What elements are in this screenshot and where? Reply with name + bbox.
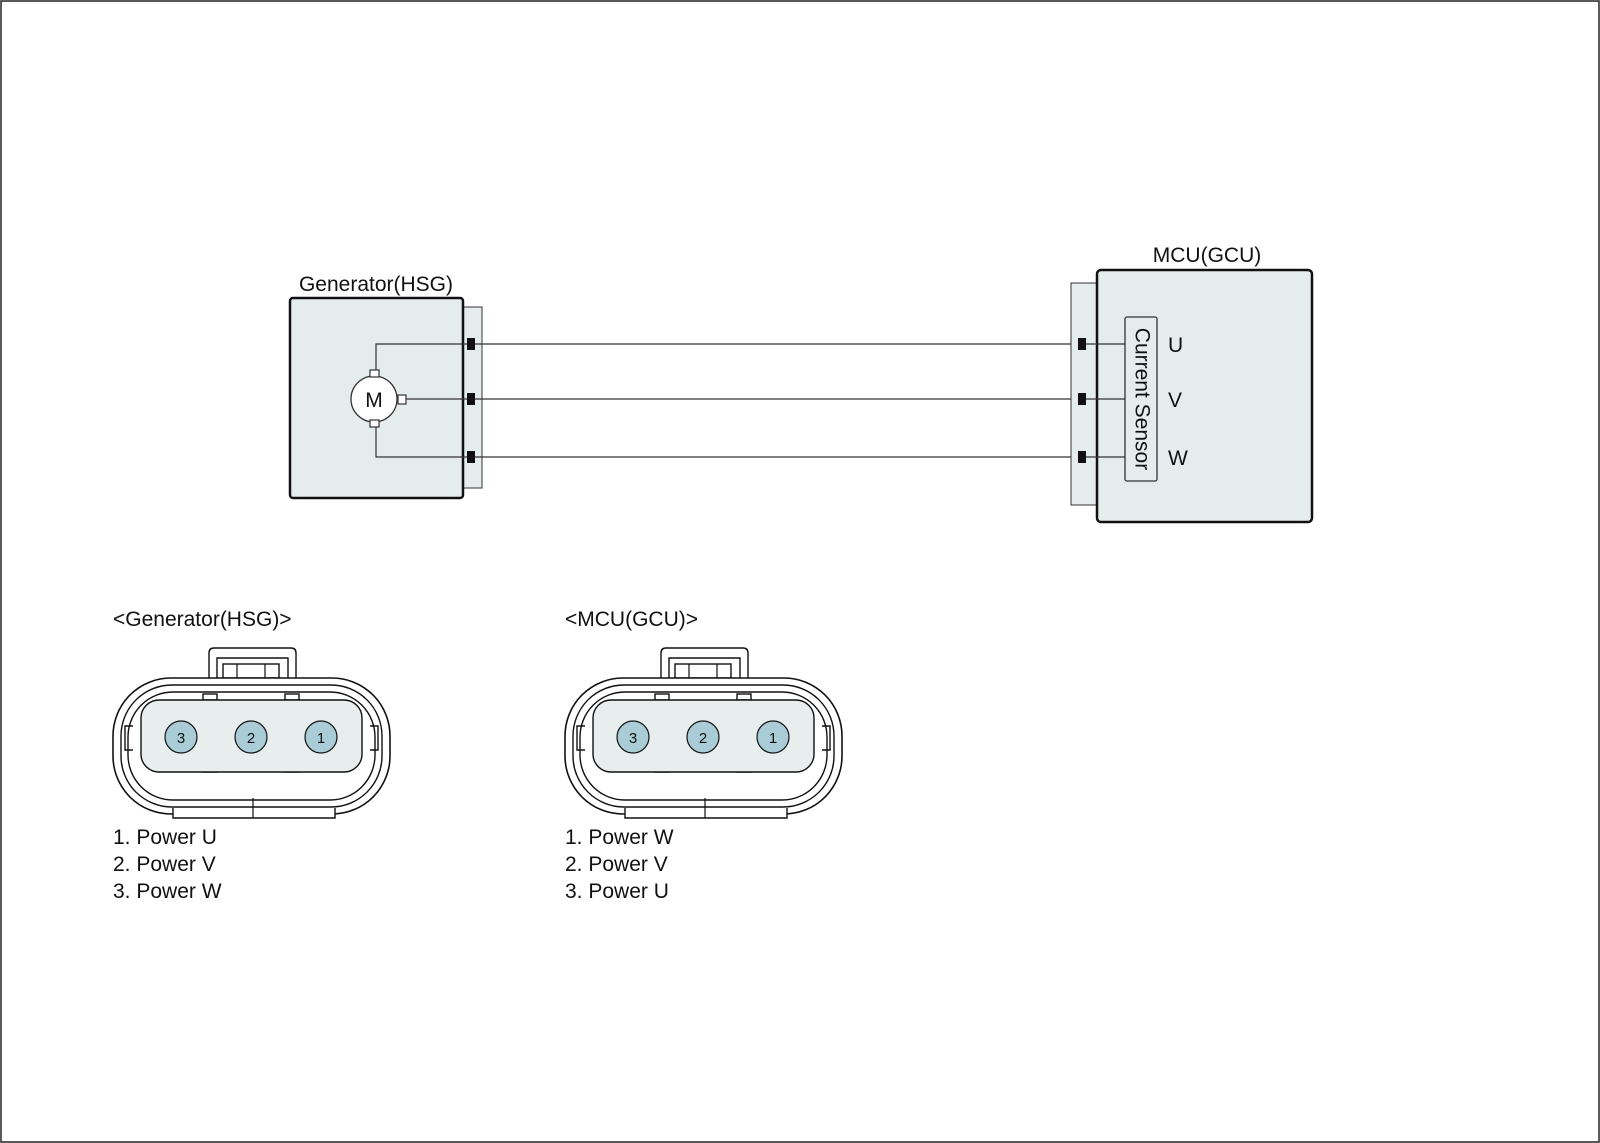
mcu-terminal — [1078, 451, 1086, 463]
generator-connector-view: <Generator(HSG)> 3 2 1 1. Power U 2. Power V 3… — [112, 608, 391, 903]
connector-latch — [660, 647, 749, 688]
connector-pin: 2 — [686, 720, 720, 754]
generator-terminal — [467, 451, 475, 463]
pin-number: 1 — [317, 730, 325, 747]
pin-legend-item: 2. Power V — [565, 853, 668, 876]
mcu-terminal — [1078, 393, 1086, 405]
phase-label-v: V — [1168, 389, 1182, 412]
generator-title: Generator(HSG) — [299, 273, 453, 296]
pin-legend-item: 1. Power U — [113, 826, 217, 849]
pin-number: 1 — [769, 730, 777, 747]
phase-label-w: W — [1168, 447, 1188, 470]
pin-legend-item: 2. Power V — [113, 853, 216, 876]
motor-label: M — [365, 389, 383, 412]
pin-number: 3 — [177, 730, 185, 747]
generator-internal-wiring — [375, 343, 471, 458]
generator-terminal — [467, 393, 475, 405]
mcu-connector-title: <MCU(GCU)> — [565, 608, 698, 631]
mcu-block: MCU(GCU) Current Sensor U V W — [1070, 244, 1314, 524]
pin-legend-item: 3. Power W — [113, 880, 222, 903]
generator-block: Generator(HSG) M — [288, 273, 483, 500]
connector-latch — [208, 647, 297, 688]
pin-number: 3 — [629, 730, 637, 747]
mcu-terminal — [1078, 338, 1086, 350]
current-sensor-label: Current Sensor — [1130, 328, 1153, 470]
phase-label-u: U — [1168, 334, 1183, 357]
connector-pin: 1 — [304, 720, 338, 754]
connector-pin: 3 — [616, 720, 650, 754]
motor-symbol: M — [350, 369, 407, 428]
generator-connector-title: <Generator(HSG)> — [113, 608, 292, 631]
connector-pin: 1 — [756, 720, 790, 754]
connector-pin: 3 — [164, 720, 198, 754]
connector-pin: 2 — [234, 720, 268, 754]
harness-wires — [475, 343, 1082, 458]
pin-number: 2 — [699, 730, 707, 747]
pin-number: 2 — [247, 730, 255, 747]
pin-legend-item: 3. Power U — [565, 880, 669, 903]
pin-legend-item: 1. Power W — [565, 826, 674, 849]
mcu-title: MCU(GCU) — [1153, 244, 1261, 267]
generator-terminal — [467, 338, 475, 350]
mcu-connector-view: <MCU(GCU)> 3 2 1 1. Power W 2. Power V 3. Powe… — [564, 608, 843, 903]
